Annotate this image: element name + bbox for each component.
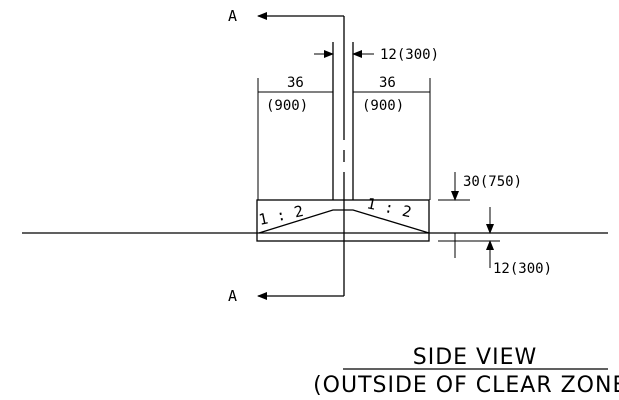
barrier-box (256, 199, 430, 242)
width-dimensions (257, 78, 431, 200)
drawing-subtitle: (OUTSIDE OF CLEAR ZONE) (313, 373, 619, 398)
dim-height-label: 30(750) (463, 174, 522, 190)
section-label-bottom: A (228, 287, 237, 305)
slope-right-label: 1 : 2 (365, 194, 413, 221)
dim-right-bottom: (900) (362, 98, 404, 114)
height-dimension (438, 172, 470, 201)
pipe-lines (332, 42, 354, 200)
section-cut-line (257, 12, 345, 300)
drawing-title: SIDE VIEW (413, 345, 537, 370)
dim-left-top: 36 (287, 75, 304, 91)
section-label-top: A (228, 7, 237, 25)
dim-gap-label: 12(300) (380, 47, 439, 63)
dim-depth-label: 12(300) (493, 261, 552, 277)
depth-dimension (438, 207, 500, 268)
dim-right-top: 36 (379, 75, 396, 91)
slope-left-label: 1 : 2 (257, 202, 305, 229)
slope-lines (258, 209, 430, 234)
dim-left-bottom: (900) (266, 98, 308, 114)
